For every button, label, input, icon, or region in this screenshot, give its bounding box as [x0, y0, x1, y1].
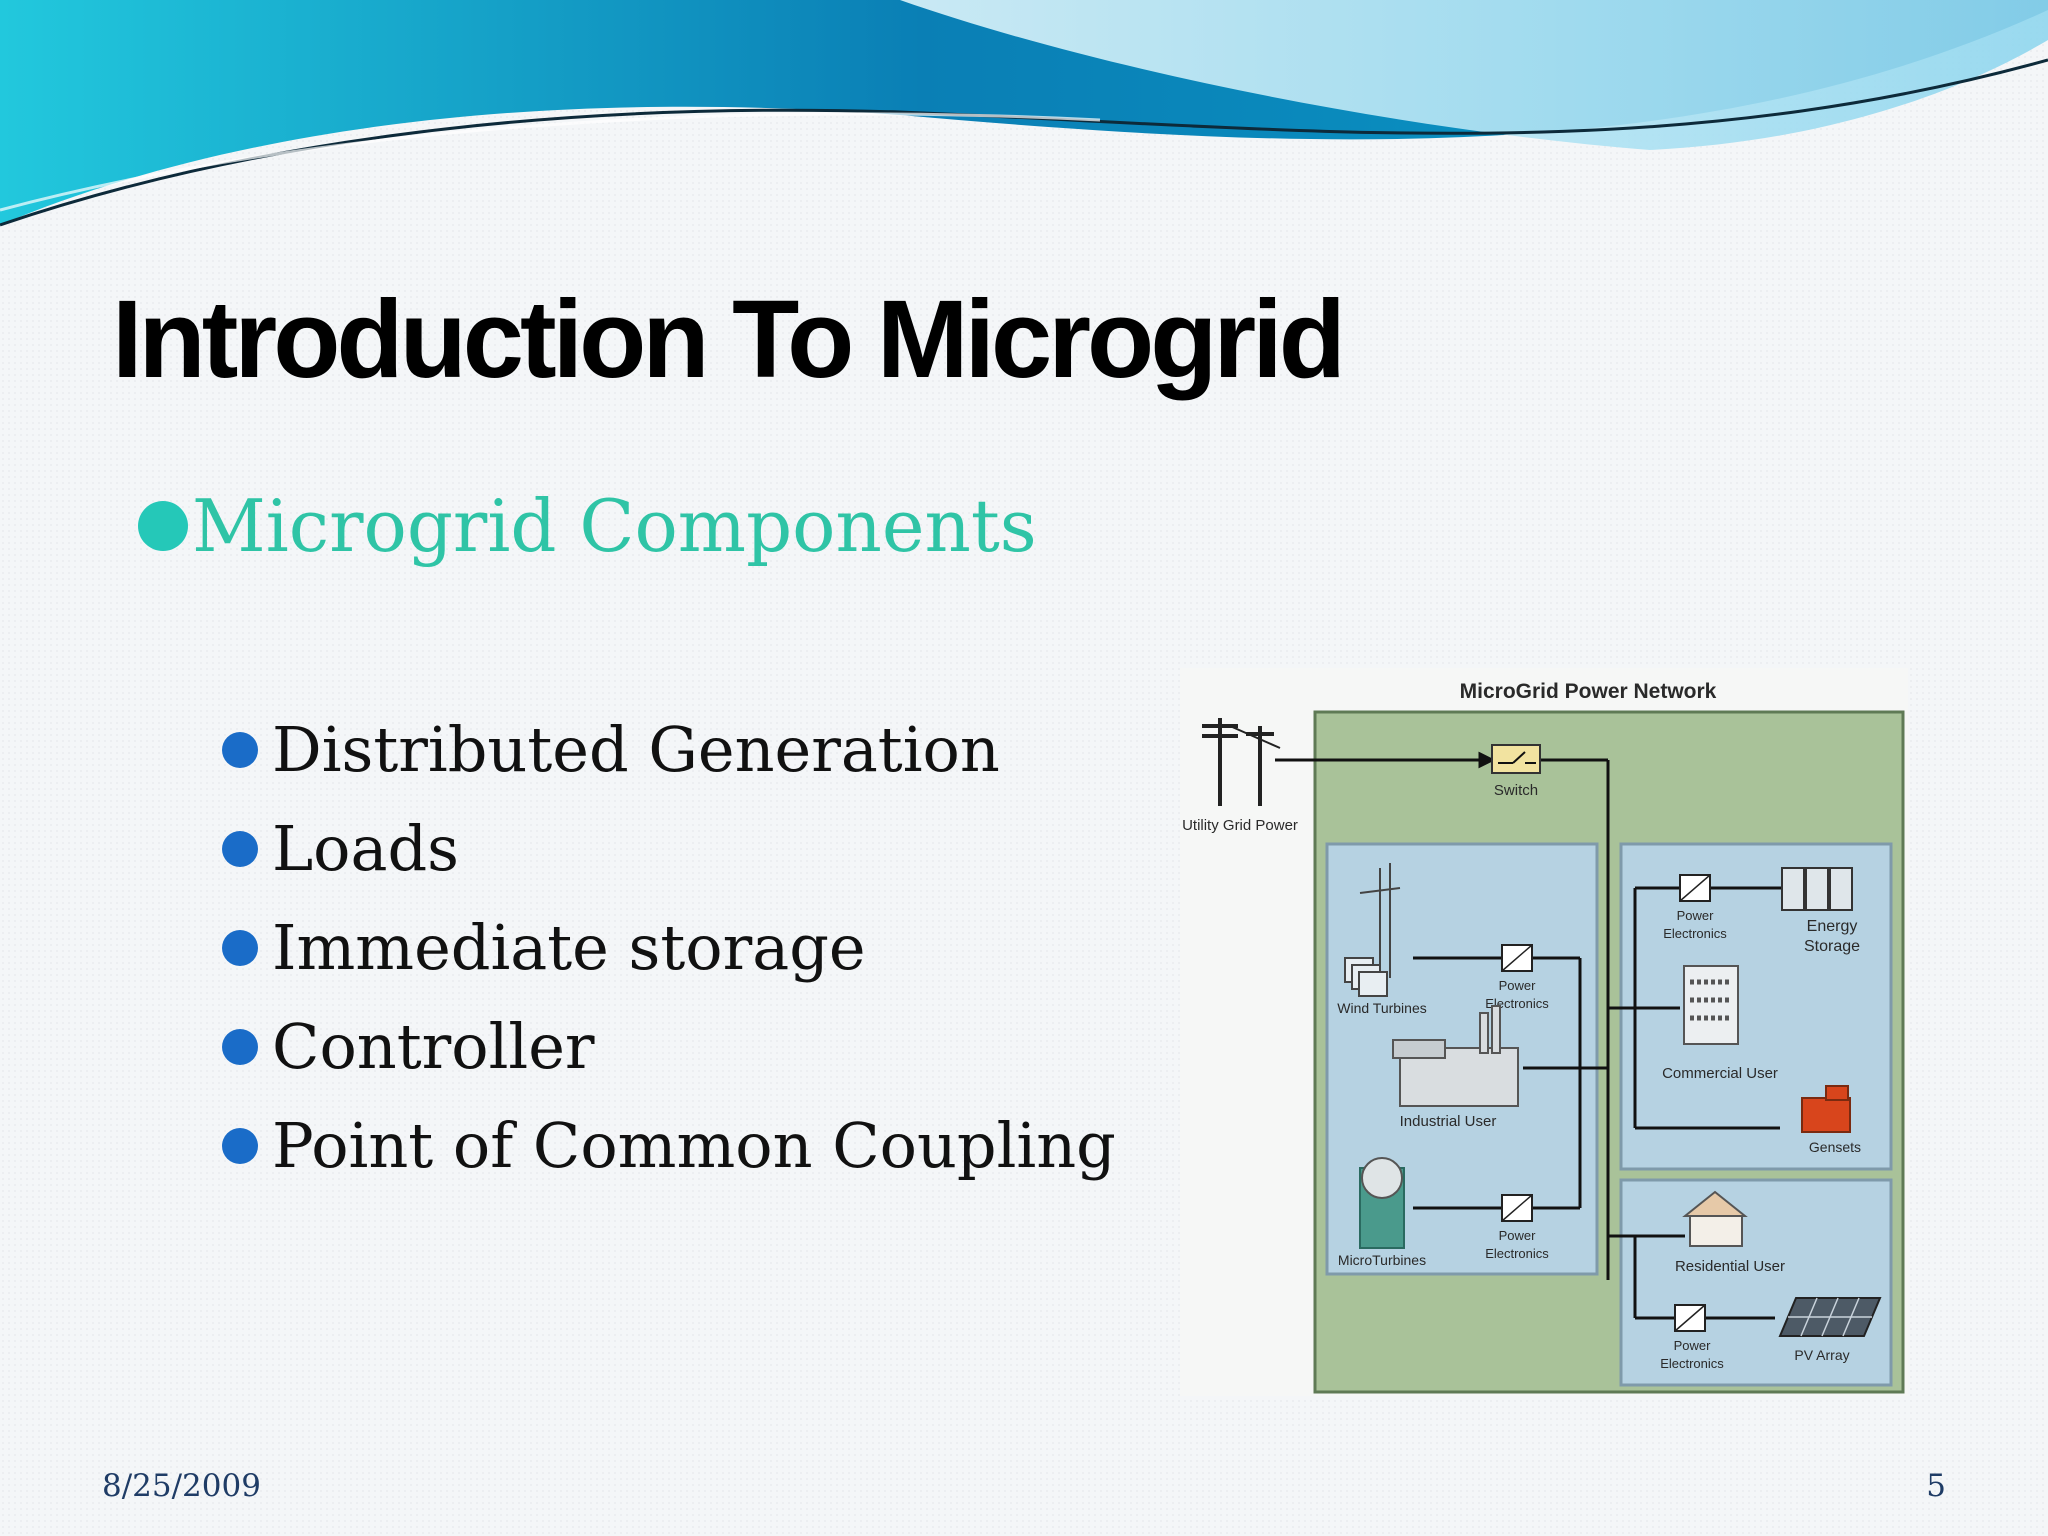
power-electronics-label: Electronics: [1660, 1356, 1724, 1371]
utility-feed-line: [1275, 751, 1610, 1280]
microturbine-icon: [1359, 1157, 1405, 1249]
utility-grid-label: Utility Grid Power: [1182, 817, 1298, 834]
energy-storage-label: Storage: [1804, 938, 1860, 955]
wind-turbines-label: Wind Turbines: [1337, 1000, 1426, 1016]
bullet-dot-icon: [138, 501, 188, 551]
list-item: Loads: [222, 799, 1116, 898]
power-electronics-label: Power: [1677, 908, 1715, 923]
energy-storage-label: Energy: [1807, 918, 1858, 935]
generation-bus-lines: [1413, 956, 1608, 1210]
list-item-text: Distributed Generation: [272, 713, 1000, 786]
list-item-text: Point of Common Coupling: [272, 1109, 1116, 1182]
battery-storage-icon: [1781, 867, 1853, 911]
commercial-bus-lines: [1608, 886, 1782, 1130]
power-electronics-label: Power: [1499, 978, 1537, 993]
power-electronics-icon: [1501, 944, 1533, 972]
list-item: Immediate storage: [222, 898, 1116, 997]
power-electronics-icon: [1501, 1194, 1533, 1222]
residential-panel: [1619, 1178, 1893, 1387]
list-item: Controller: [222, 997, 1116, 1096]
industrial-user-label: Industrial User: [1400, 1113, 1497, 1130]
factory-icon: [1392, 1005, 1519, 1107]
microgrid-network-diagram: MicroGrid Power Network Utility Grid Pow…: [1180, 668, 1908, 1396]
residential-bus-lines: [1608, 1234, 1775, 1320]
section-heading-text: Microgrid Components: [192, 484, 1037, 568]
power-electronics-icon: [1674, 1304, 1706, 1332]
power-electronics-label: Electronics: [1485, 1246, 1549, 1261]
section-heading: Microgrid Components: [138, 490, 1037, 562]
component-list: Distributed Generation Loads Immediate s…: [222, 700, 1116, 1195]
house-icon: [1682, 1190, 1748, 1247]
list-item-text: Controller: [272, 1010, 595, 1083]
utility-pole-icon: [1202, 718, 1281, 806]
power-electronics-label: Electronics: [1663, 926, 1727, 941]
genset-icon: [1801, 1085, 1851, 1133]
list-item: Distributed Generation: [222, 700, 1116, 799]
microturbines-label: MicroTurbines: [1338, 1252, 1426, 1268]
gensets-label: Gensets: [1809, 1139, 1861, 1155]
power-electronics-label: Power: [1674, 1338, 1712, 1353]
list-item: Point of Common Coupling: [222, 1096, 1116, 1195]
commercial-user-label: Commercial User: [1662, 1065, 1778, 1082]
diagram-title: MicroGrid Power Network: [1460, 680, 1717, 703]
office-building-icon: [1683, 965, 1739, 1045]
power-electronics-label: Power: [1499, 1228, 1537, 1243]
header-wave-band: [0, 0, 2048, 227]
bullet-dot-icon: [222, 1127, 258, 1164]
pv-array-label: PV Array: [1794, 1347, 1849, 1363]
wind-turbine-icon: [1344, 863, 1401, 997]
bullet-dot-icon: [222, 731, 258, 768]
residential-user-label: Residential User: [1675, 1258, 1785, 1275]
bullet-dot-icon: [222, 1028, 258, 1065]
slide-date: 8/25/2009: [102, 1468, 261, 1504]
power-electronics-icon: [1679, 874, 1711, 902]
solar-panel-icon: [1778, 1297, 1882, 1337]
power-electronics-label: Electronics: [1485, 996, 1549, 1011]
list-item-text: Loads: [272, 812, 459, 885]
slide-title: Introduction To Microgrid: [112, 278, 1346, 401]
slide-page-number: 5: [1926, 1468, 1946, 1504]
bullet-dot-icon: [222, 830, 258, 867]
switch-label: Switch: [1494, 782, 1538, 799]
bullet-dot-icon: [222, 929, 258, 966]
switch-icon: [1491, 744, 1541, 774]
list-item-text: Immediate storage: [272, 911, 866, 984]
